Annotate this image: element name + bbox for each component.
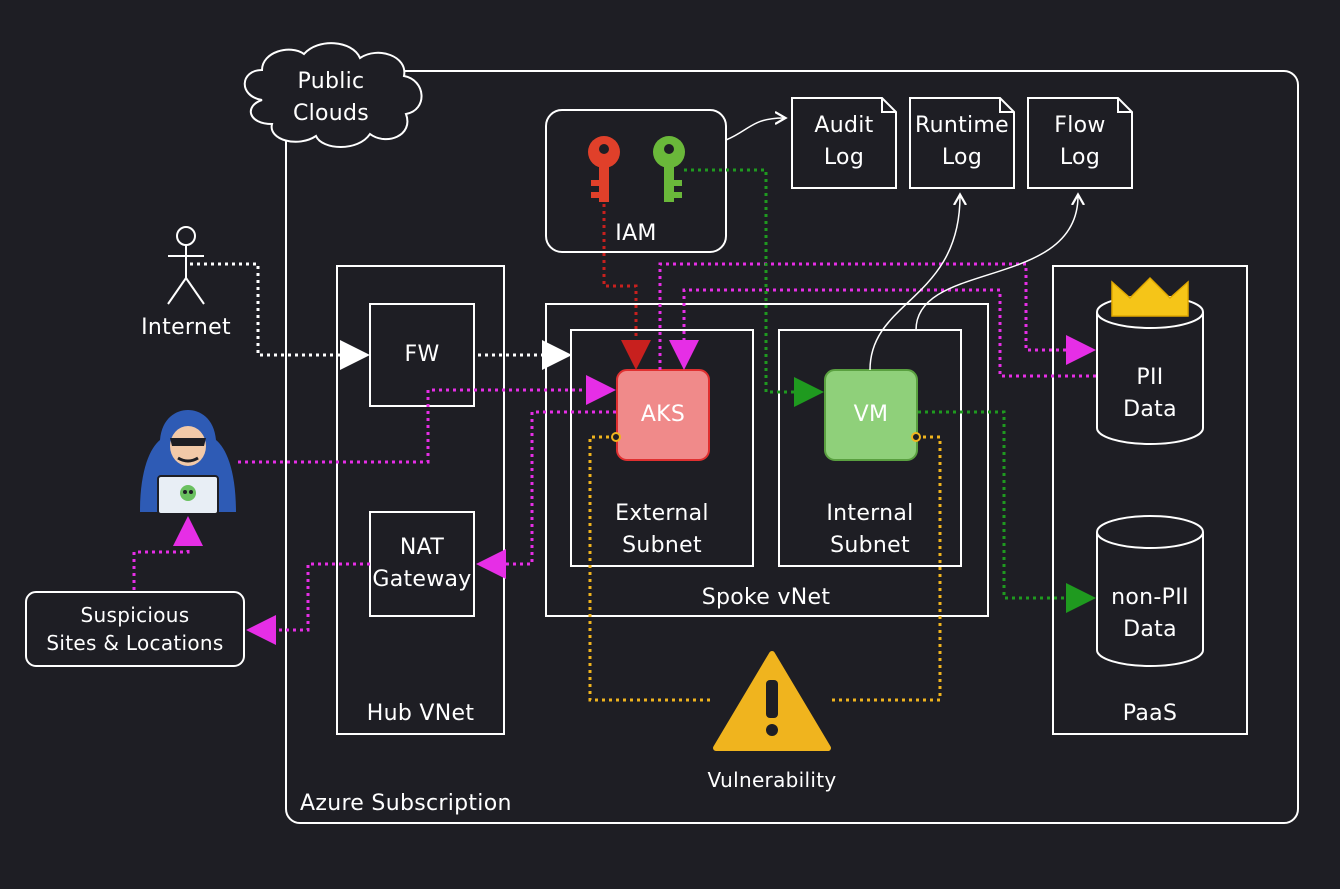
flow-log-doc [1027,97,1133,189]
hacker-icon [140,410,236,515]
audit-log-line1: Audit [814,113,874,138]
fw-label: FW [404,342,440,367]
crown-icon [1111,276,1189,317]
vm-to-flow-log-line [915,196,1078,331]
internet-to-fw-line [190,262,370,370]
pii-data-label: PII Data [1097,362,1203,426]
vm-to-runtime-log-line [869,196,960,371]
internal-subnet-line1: Internal [826,501,914,526]
spoke-vnet-container [545,303,989,617]
nat-gateway-label: NAT Gateway [370,532,474,596]
cloud-shape [243,42,423,148]
nonpii-line1: non-PII [1111,585,1189,610]
spoke-vnet-label: Spoke vNet [701,585,831,610]
paas-label: PaaS [1122,701,1178,726]
audit-log-doc [791,97,897,189]
internet-label: Internet [141,315,231,340]
subscription-container [285,70,1299,824]
iam-to-audit-log-line [725,118,784,141]
nonpii-database [1096,515,1204,667]
vm-label: VM [853,402,889,427]
internal-subnet-line2: Subnet [830,533,910,558]
aks-label: AKS [640,402,686,427]
runtime-log-line2: Log [941,145,983,170]
suspicious-sites-box [25,591,245,667]
vm-vuln-anchor [911,432,921,442]
nat-to-suspicious-line [246,562,370,645]
aks-vuln-anchor [611,432,621,442]
pii-to-aks-line [669,288,1096,378]
suspicious-line2: Sites & Locations [46,631,224,655]
aks-to-pii-line [658,262,1096,370]
hacker-to-aks-line [238,375,616,464]
flow-log-line2: Log [1059,145,1101,170]
cloud-line1: Public [297,69,365,94]
vm-to-nonpii-line [918,410,1096,613]
nonpii-line2: Data [1123,617,1177,642]
runtime-log-doc [909,97,1015,189]
audit-log-line2: Log [823,145,865,170]
green-key-icon [653,136,685,202]
internal-subnet-label: Internal Subnet [779,498,961,562]
warning-icon [713,651,831,751]
cloud-label: Public Clouds [276,66,386,130]
green-key-to-vm-line [684,168,824,407]
vm-node [824,369,918,461]
runtime-log-label: Runtime Log [906,110,1018,174]
suspicious-to-hacker-line [132,516,203,590]
subscription-label: Azure Subscription [300,791,512,816]
nonpii-data-label: non-PII Data [1097,582,1203,646]
aks-to-nat-line [476,410,616,579]
internal-subnet-box [778,329,962,567]
paas-container [1052,265,1248,735]
suspicious-line1: Suspicious [80,603,190,627]
fw-box [369,303,475,407]
runtime-log-line1: Runtime [915,113,1009,138]
hub-vnet-label: Hub VNet [366,701,475,726]
flow-log-line1: Flow [1054,113,1106,138]
pii-line2: Data [1123,397,1177,422]
external-subnet-line2: Subnet [622,533,702,558]
red-key-icon [588,136,620,202]
red-key-to-aks-line [602,204,651,370]
pii-line1: PII [1136,365,1164,390]
suspicious-sites-label: Suspicious Sites & Locations [26,601,244,657]
aks-to-vulnerability-line [588,435,712,702]
audit-log-label: Audit Log [792,110,896,174]
nat-line2: Gateway [372,567,472,592]
iam-box [545,109,727,253]
aks-node [616,369,710,461]
vulnerability-label: Vulnerability [707,768,837,792]
nat-line1: NAT [399,535,445,560]
cloud-line2: Clouds [292,101,370,126]
internet-user-icon [167,226,205,305]
external-subnet-line1: External [615,501,709,526]
external-subnet-label: External Subnet [571,498,753,562]
iam-label: IAM [615,221,657,246]
flow-log-label: Flow Log [1028,110,1132,174]
vm-to-vulnerability-line [832,435,942,702]
hub-vnet-container [336,265,505,735]
external-subnet-box [570,329,754,567]
